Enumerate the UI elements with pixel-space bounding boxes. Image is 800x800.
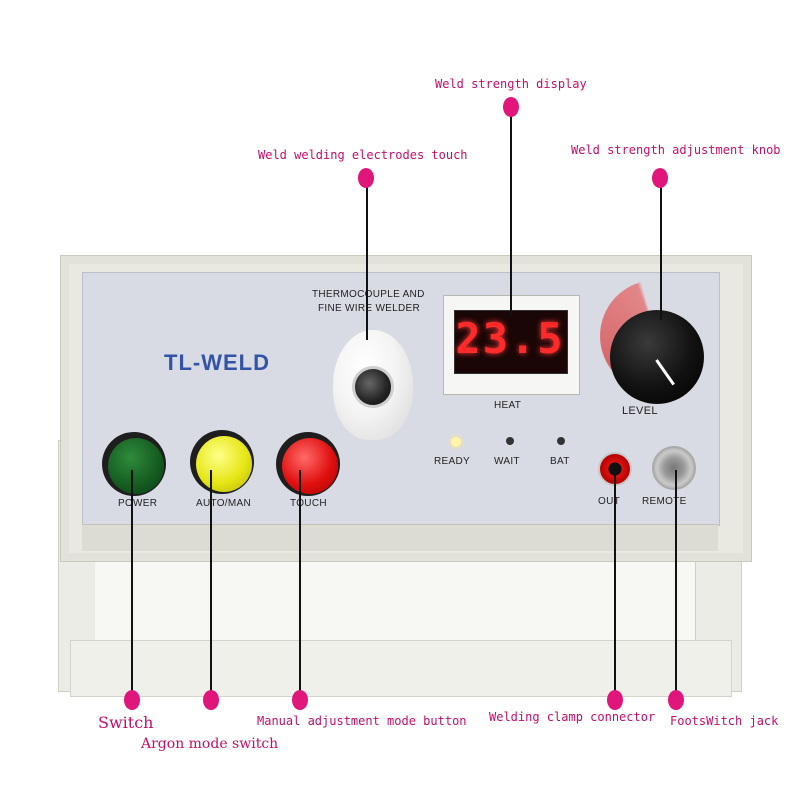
power-button[interactable] — [108, 438, 164, 494]
callout-dot-manual — [292, 690, 308, 710]
electrode-touch-center — [352, 366, 394, 408]
callout-dot-switch — [124, 690, 140, 710]
bat-led-icon — [557, 437, 565, 445]
label-argon-mode-switch: Argon mode switch — [141, 736, 279, 752]
indicator-label-bat: BAT — [550, 456, 570, 467]
label-weld-strength-display: Weld strength display — [435, 77, 587, 91]
callout-dot-clamp — [607, 690, 623, 710]
wait-led-icon — [506, 437, 514, 445]
callout-dot-knob — [652, 168, 668, 188]
callout-line-manual — [299, 470, 301, 698]
panel-title-line1: THERMOCOUPLE AND — [312, 289, 425, 300]
ready-led-icon — [451, 437, 461, 447]
label-welding-clamp-connector: Welding clamp connector — [489, 710, 656, 724]
callout-line-switch — [131, 470, 133, 698]
label-manual-adjustment-button: Manual adjustment mode button — [257, 714, 467, 728]
knob-label: LEVEL — [622, 405, 658, 417]
callout-dot-display — [503, 97, 519, 117]
panel-bottom-strip — [82, 524, 718, 551]
label-electrodes-touch: Weld welding electrodes touch — [258, 148, 468, 162]
display-label: HEAT — [494, 400, 522, 411]
stand-base — [70, 640, 732, 697]
indicator-label-ready: READY — [434, 456, 470, 467]
power-button-label: POWER — [118, 498, 158, 509]
out-jack-label: OUT — [598, 496, 621, 507]
panel-title-line2: FINE WIRE WELDER — [318, 303, 421, 314]
callout-dot-footswitch — [668, 690, 684, 710]
label-adjustment-knob: Weld strength adjustment knob — [571, 143, 781, 157]
remote-jack[interactable] — [652, 446, 696, 490]
callout-line-argon — [210, 470, 212, 698]
callout-line-knob — [660, 180, 662, 320]
callout-dot-argon — [203, 690, 219, 710]
callout-dot-touch — [358, 168, 374, 188]
auto-man-button[interactable] — [196, 436, 252, 492]
auto-man-button-label: AUTO/MAN — [196, 498, 251, 509]
callout-line-display — [510, 108, 512, 316]
label-switch: Switch — [98, 713, 154, 732]
callout-line-footswitch — [675, 470, 677, 698]
indicator-label-wait: WAIT — [494, 456, 520, 467]
remote-jack-label: REMOTE — [642, 496, 687, 507]
brand-logo: TL-WELD — [164, 350, 270, 375]
callout-line-clamp — [614, 470, 616, 698]
callout-line-touch — [366, 180, 368, 340]
weld-strength-knob[interactable] — [610, 310, 704, 404]
touch-button[interactable] — [282, 438, 338, 494]
touch-button-label: TOUCH — [290, 498, 327, 509]
label-footswitch-jack: FootsWitch jack — [670, 714, 779, 728]
led-display — [454, 310, 568, 374]
out-jack[interactable] — [598, 452, 632, 486]
heat-readout: 23.5 — [455, 314, 565, 363]
